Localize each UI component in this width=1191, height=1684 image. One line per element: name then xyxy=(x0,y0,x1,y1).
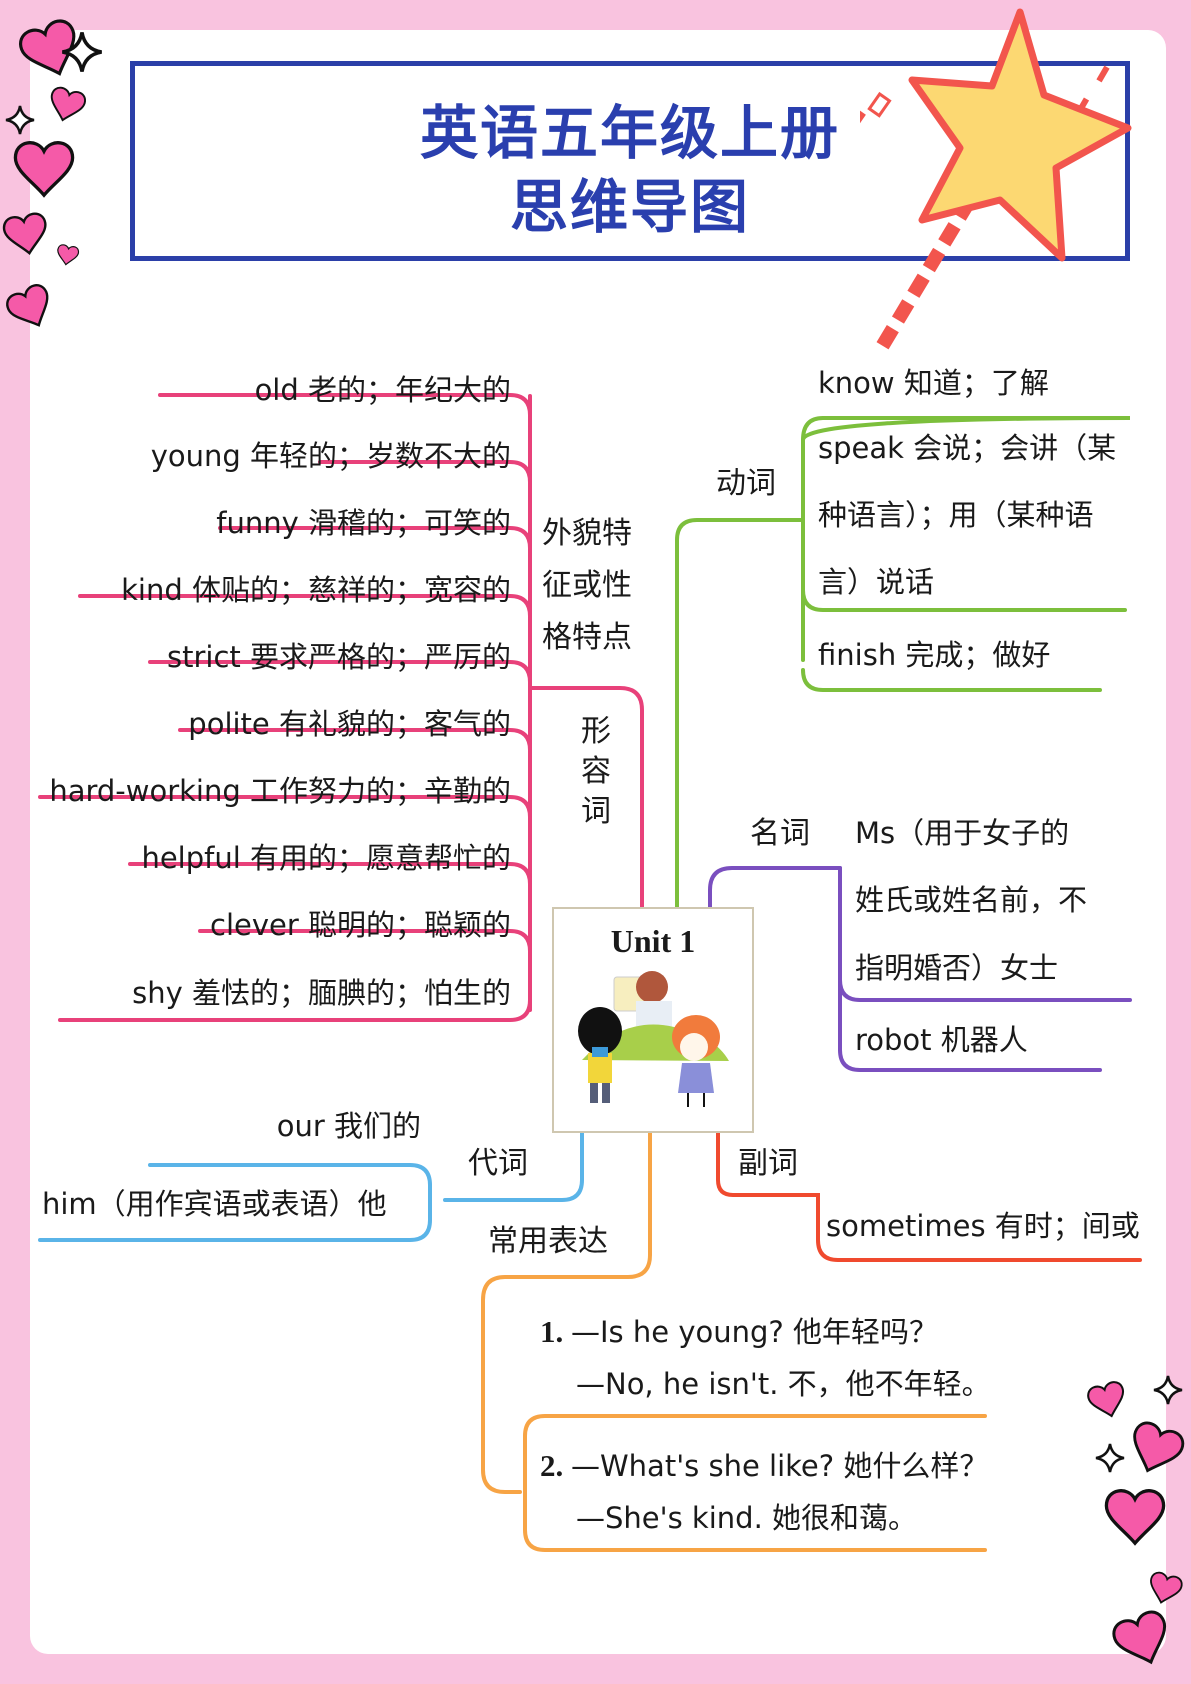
adverb-branch-label: 副词 xyxy=(738,1146,798,1181)
adjective-item: polite 有礼貌的；客气的 xyxy=(188,707,511,741)
adjective-sublabel: 外貌特 征或性 格特点 xyxy=(542,516,632,655)
pronoun-item: our 我们的 xyxy=(276,1109,421,1143)
verb-item: know 知道；了解 xyxy=(818,366,1049,400)
adjective-item: shy 羞怯的；腼腆的；怕生的 xyxy=(132,976,511,1010)
adjective-item: young 年轻的；岁数不大的 xyxy=(150,439,511,473)
unit-title: Unit 1 xyxy=(610,923,696,959)
page-subtitle: 思维导图 xyxy=(509,173,750,241)
adjective-item: kind 体贴的；慈祥的；宽容的 xyxy=(121,573,511,607)
page-title: 英语五年级上册 xyxy=(419,99,840,167)
pronoun-item: him（用作宾语或表语）他 xyxy=(42,1187,387,1221)
verb-branch-label: 动词 xyxy=(716,466,776,501)
pronoun-branch-label: 代词 xyxy=(468,1146,528,1181)
page-card xyxy=(30,30,1166,1654)
children-illustration xyxy=(578,971,729,1107)
adjective-item: old 老的；年纪大的 xyxy=(254,373,511,407)
adjective-item: hard-working 工作努力的；辛勤的 xyxy=(49,774,511,808)
verb-item: finish 完成；做好 xyxy=(818,638,1051,672)
adjective-item: strict 要求严格的；严厉的 xyxy=(167,640,511,674)
noun-item: robot 机器人 xyxy=(855,1023,1028,1057)
adjective-item: helpful 有用的；愿意帮忙的 xyxy=(141,841,511,875)
adverb-item: sometimes 有时；间或 xyxy=(826,1209,1140,1243)
expressions-branch-label: 常用表达 xyxy=(488,1224,608,1259)
noun-branch-label: 名词 xyxy=(750,816,810,851)
adjective-branch-label: 形容词 xyxy=(581,714,611,829)
adjective-item: funny 滑稽的；可笑的 xyxy=(216,506,511,540)
star-wand-icon xyxy=(860,8,1132,354)
adjective-item: clever 聪明的；聪颖的 xyxy=(210,908,511,942)
unit-card: Unit 1 xyxy=(552,907,754,1133)
